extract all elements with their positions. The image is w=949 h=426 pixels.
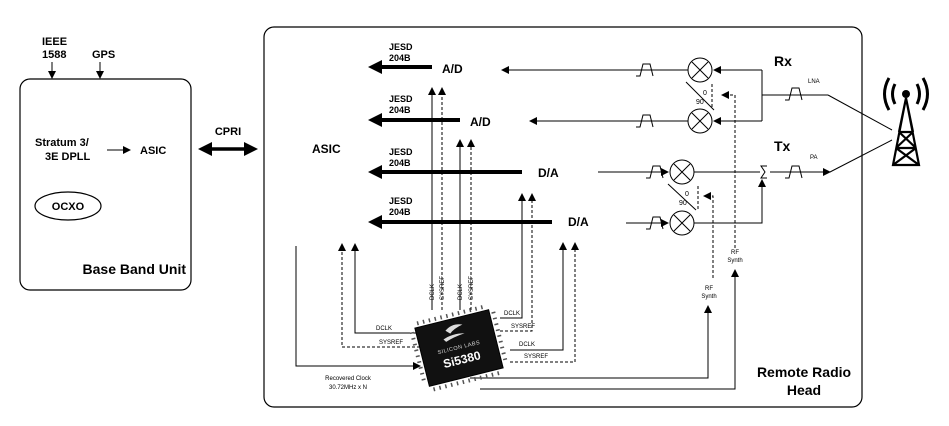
mixer-icon (669, 210, 695, 236)
silicon-labs-logo-icon (443, 324, 465, 342)
sysref-line-3 (500, 193, 536, 332)
phase-90-rx: 90 (696, 99, 704, 106)
lo-split-rx (685, 81, 715, 111)
ieee-label-1: IEEE (42, 36, 67, 48)
cpri-label: CPRI (215, 126, 241, 138)
sysref-line-4 (510, 242, 579, 363)
base-band-unit-box (19, 78, 192, 291)
jesd-4-b: 204B (389, 207, 411, 217)
rf-synth-rx-2: Synth (727, 258, 742, 264)
dpll-label-1: Stratum 3/ (35, 137, 89, 149)
rrh-asic-label: ASIC (312, 142, 341, 156)
converter-2-label: A/D (470, 115, 491, 129)
rx-rf-synth-dash (721, 91, 736, 248)
lna-label: LNA (808, 79, 820, 85)
dclk-label-3: DCLK (504, 311, 520, 317)
dclk-label-4: DCLK (519, 342, 535, 348)
jesd-1-b: 204B (389, 53, 411, 63)
tx-mixer-2-to-combiner (694, 179, 766, 224)
gps-label: GPS (92, 49, 115, 61)
recovered-clock-label-2: 30.72MHz x N (329, 385, 367, 391)
mixer-icon (669, 159, 695, 185)
phase-0-rx: 0 (703, 90, 707, 97)
sysref-label-4: SYSREF (524, 354, 548, 360)
ieee-label-2: 1588 (42, 49, 66, 61)
sysref-label-asic: SYSREF (379, 340, 403, 346)
rx-label: Rx (774, 53, 792, 69)
chip-to-rf-synth-rx (480, 269, 739, 390)
jesd-2-a: JESD (389, 94, 413, 104)
antenna-tower-icon (883, 77, 929, 167)
tx-label: Tx (774, 138, 791, 154)
dclk-line-4 (510, 242, 567, 351)
dpll-label-2: 3E DPLL (45, 151, 91, 163)
dclk-label-asic: DCLK (376, 326, 392, 332)
si5380-chip: SILICON LABS Si5380 (409, 305, 508, 392)
ocxo-oval (34, 191, 102, 221)
recovered-clock-line (295, 246, 421, 370)
mixer-icon (687, 57, 713, 83)
combiner-sigma-icon (760, 165, 767, 179)
sysref-line-asic (338, 243, 420, 348)
recovered-clock-label-1: Recovered Clock (325, 376, 372, 382)
antenna-rx-feed (827, 94, 893, 131)
bandpass-filter-icon (646, 165, 664, 179)
rf-synth-tx-2: Synth (701, 294, 716, 300)
bbu-asic-label: ASIC (140, 145, 166, 157)
converter-4-label: D/A (568, 215, 589, 229)
phase-90-tx: 90 (679, 200, 687, 207)
dclk-line-asic (351, 243, 420, 334)
jesd-4-a: JESD (389, 196, 413, 206)
bandpass-filter-icon (646, 216, 664, 230)
tx-rf-synth-dash (703, 192, 714, 278)
sysref-label-3: SYSREF (511, 324, 535, 330)
dclk-label-vertical-1: DCLK (430, 284, 436, 300)
rf-synth-rx-1: RF (731, 250, 739, 256)
ocxo-label: OCXO (52, 201, 85, 213)
bandpass-filter-icon (785, 165, 803, 179)
rrh-title-1: Remote Radio (757, 364, 851, 380)
jesd-3-b: 204B (389, 158, 411, 168)
converter-1-label: A/D (442, 62, 463, 76)
dclk-line-3 (500, 193, 526, 319)
antenna-tx-feed (829, 139, 893, 173)
dclk-label-vertical-2: DCLK (458, 284, 464, 300)
chip-to-rf-synth-tx (470, 305, 712, 379)
converter-3-label: D/A (538, 166, 559, 180)
jesd-1-a: JESD (389, 42, 413, 52)
sysref-label-vertical-2: SYSREF (469, 276, 475, 300)
rrh-title-2: Head (787, 382, 821, 398)
jesd-3-a: JESD (389, 147, 413, 157)
mixer-icon (687, 108, 713, 134)
bandpass-filter-icon (785, 87, 803, 101)
jesd-2-b: 204B (389, 105, 411, 115)
phase-0-tx: 0 (685, 191, 689, 198)
lo-split-tx (667, 183, 697, 211)
bandpass-filter-icon (636, 114, 654, 128)
rf-synth-tx-1: RF (705, 286, 713, 292)
sysref-label-vertical-1: SYSREF (440, 276, 446, 300)
bandpass-filter-icon (636, 63, 654, 77)
bbu-title: Base Band Unit (83, 261, 187, 277)
pa-label: PA (810, 155, 818, 161)
